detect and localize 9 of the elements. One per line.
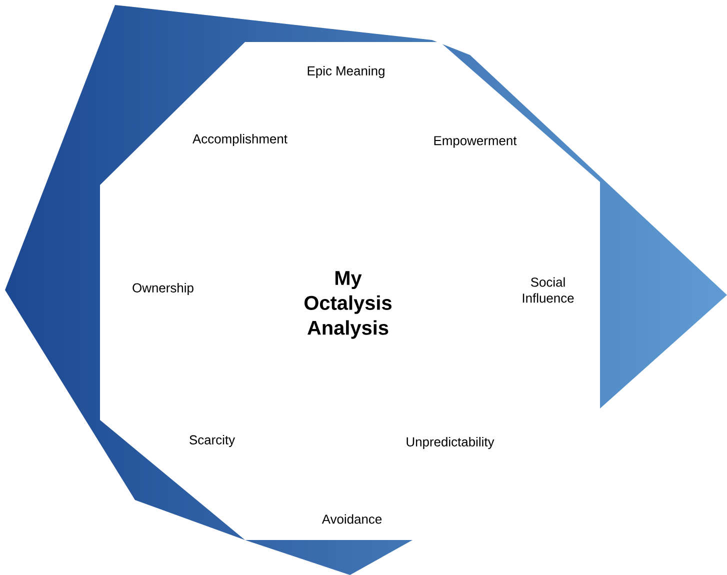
drive-label: Empowerment (434, 136, 517, 148)
drive-label: Unpredictability (406, 436, 494, 450)
drive-label: Scarcity (190, 434, 235, 448)
drive-label: Ownership (132, 282, 194, 296)
drive-label: Accomplishment (192, 134, 288, 146)
drive-label: Epic Meaning (308, 66, 384, 78)
drive-label: Social Influence (522, 277, 574, 303)
drive-label: Avoidance (322, 514, 382, 524)
node-label: My Octalysis Analysis (304, 271, 392, 339)
